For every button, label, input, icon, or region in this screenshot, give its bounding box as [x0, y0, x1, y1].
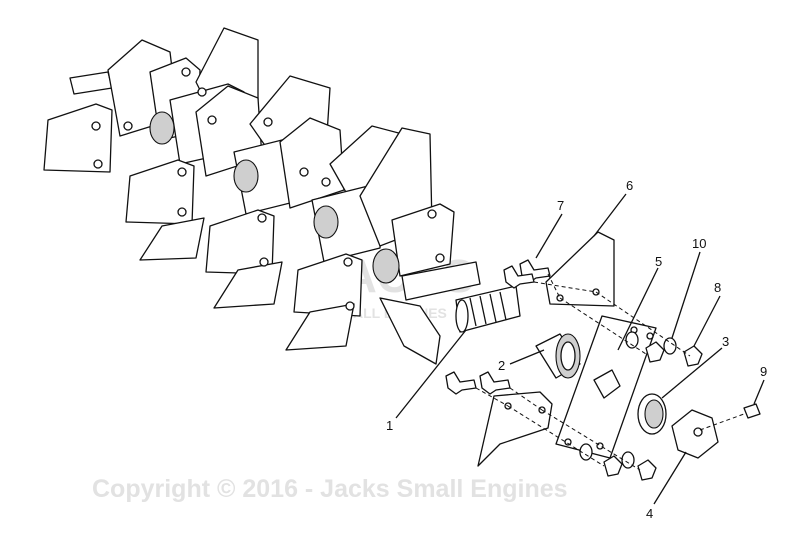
bearing	[637, 393, 667, 435]
callout-5: 5	[655, 254, 662, 269]
tine-shaft	[401, 261, 521, 333]
upper-tine-plate	[545, 231, 615, 307]
copyright-watermark: Copyright © 2016 - Jacks Small Engines	[92, 475, 568, 503]
callout-3: 3	[722, 334, 729, 349]
shaft-left-end	[69, 71, 113, 95]
washers	[579, 331, 677, 469]
callout-10: 10	[692, 236, 706, 251]
leader-lines	[395, 193, 765, 505]
callout-1: 1	[386, 418, 393, 433]
assembly-lines	[475, 273, 745, 471]
callouts: 1 2 3 4 5 6 7 8 9 10	[386, 178, 767, 521]
callout-9: 9	[760, 364, 767, 379]
hub	[671, 409, 719, 459]
spacer-bushing	[535, 333, 581, 379]
callout-8: 8	[714, 280, 721, 295]
callout-2: 2	[498, 358, 505, 373]
lower-tine-plate	[477, 391, 553, 467]
carriage-bolts	[445, 259, 551, 395]
callout-4: 4	[646, 506, 653, 521]
set-screw	[743, 403, 761, 419]
callout-7: 7	[557, 198, 564, 213]
callout-6: 6	[626, 178, 633, 193]
lock-nuts	[603, 341, 703, 481]
tine-row-4	[285, 127, 455, 365]
